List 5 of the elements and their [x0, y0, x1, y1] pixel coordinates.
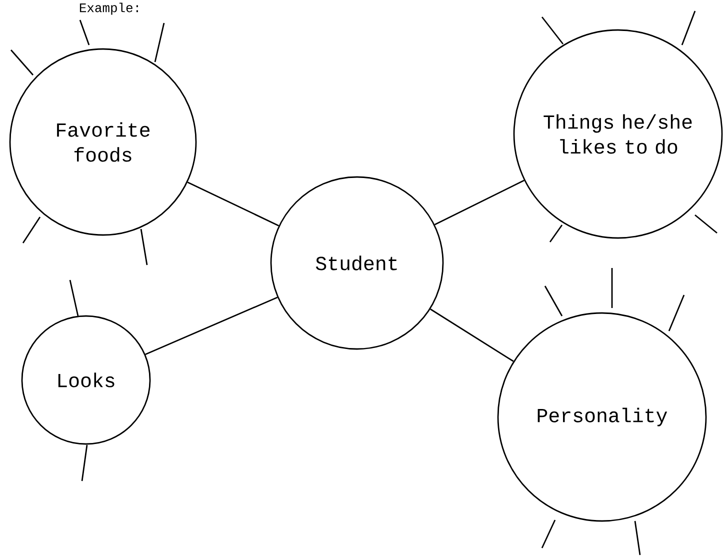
connector-line	[187, 182, 280, 226]
connector-line	[145, 296, 278, 355]
connector-line	[430, 308, 514, 362]
title: Example:	[80, 2, 138, 15]
connector-line	[434, 180, 524, 226]
